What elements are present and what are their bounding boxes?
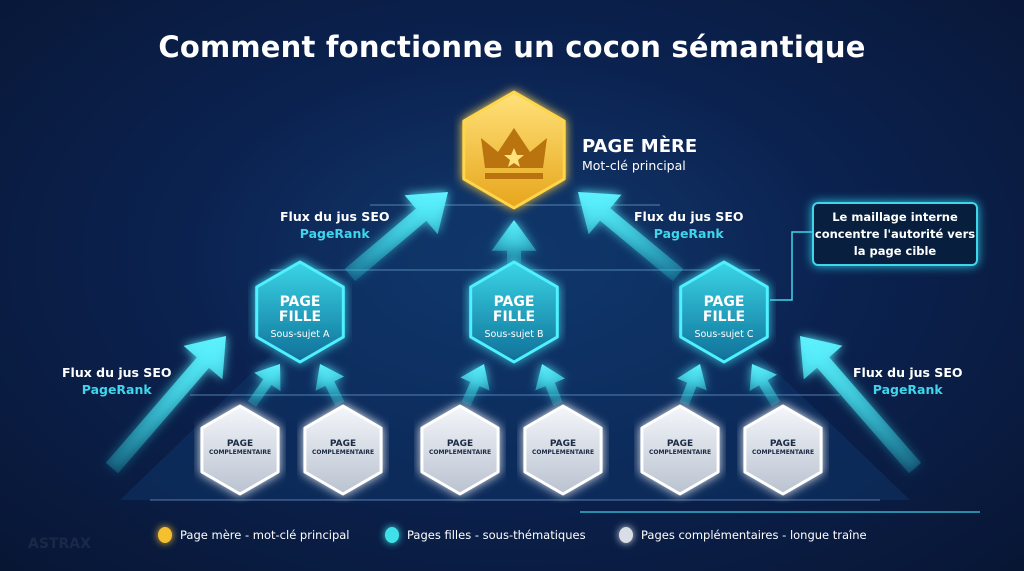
hex-page-complementaire-1	[303, 404, 383, 496]
arrow-comp-to-fille-4	[677, 364, 707, 406]
hex-page-fille-0	[255, 260, 345, 364]
hex-page-complementaire-4	[640, 404, 720, 496]
hex-page-complementaire-2	[420, 404, 500, 496]
mere-subtitle: Mot-clé principal	[582, 158, 686, 173]
hex-page-complementaire-5	[743, 404, 823, 496]
watermark-logo: ASTRAX	[28, 536, 91, 552]
callout-box: Le maillage interne concentre l'autorité…	[812, 202, 978, 266]
cyan-dot-icon	[385, 527, 399, 543]
arrow-b-to-mere	[491, 220, 537, 265]
legend-mere: Page mère - mot-clé principal	[158, 527, 350, 543]
page-title: Comment fonctionne un cocon sémantique	[158, 30, 866, 64]
callout-connector	[770, 231, 812, 301]
mere-title: PAGE MÈRE	[582, 136, 698, 157]
arrow-comp-to-fille-1	[315, 364, 345, 407]
legend-complementaires: Pages complémentaires - longue traîne	[619, 527, 867, 543]
arrow-right-flow	[800, 336, 921, 474]
arrow-a-to-mere	[344, 192, 448, 282]
arrow-comp-to-fille-5	[749, 364, 781, 407]
legend-filles: Pages filles - sous-thématiques	[385, 527, 586, 543]
arrow-c-to-mere	[578, 192, 684, 282]
hex-page-complementaire-0	[200, 404, 280, 496]
arrow-left-flow	[105, 336, 226, 474]
gold-dot-icon	[158, 527, 172, 543]
hex-page-complementaire-3	[523, 404, 603, 496]
hex-page-fille-2	[679, 260, 769, 364]
silver-dot-icon	[619, 527, 633, 543]
arrow-comp-to-fille-2	[460, 364, 490, 407]
hex-page-fille-1	[469, 260, 559, 364]
arrow-comp-to-fille-0	[247, 364, 281, 407]
arrow-comp-to-fille-3	[535, 364, 565, 406]
crown-icon	[481, 128, 547, 179]
